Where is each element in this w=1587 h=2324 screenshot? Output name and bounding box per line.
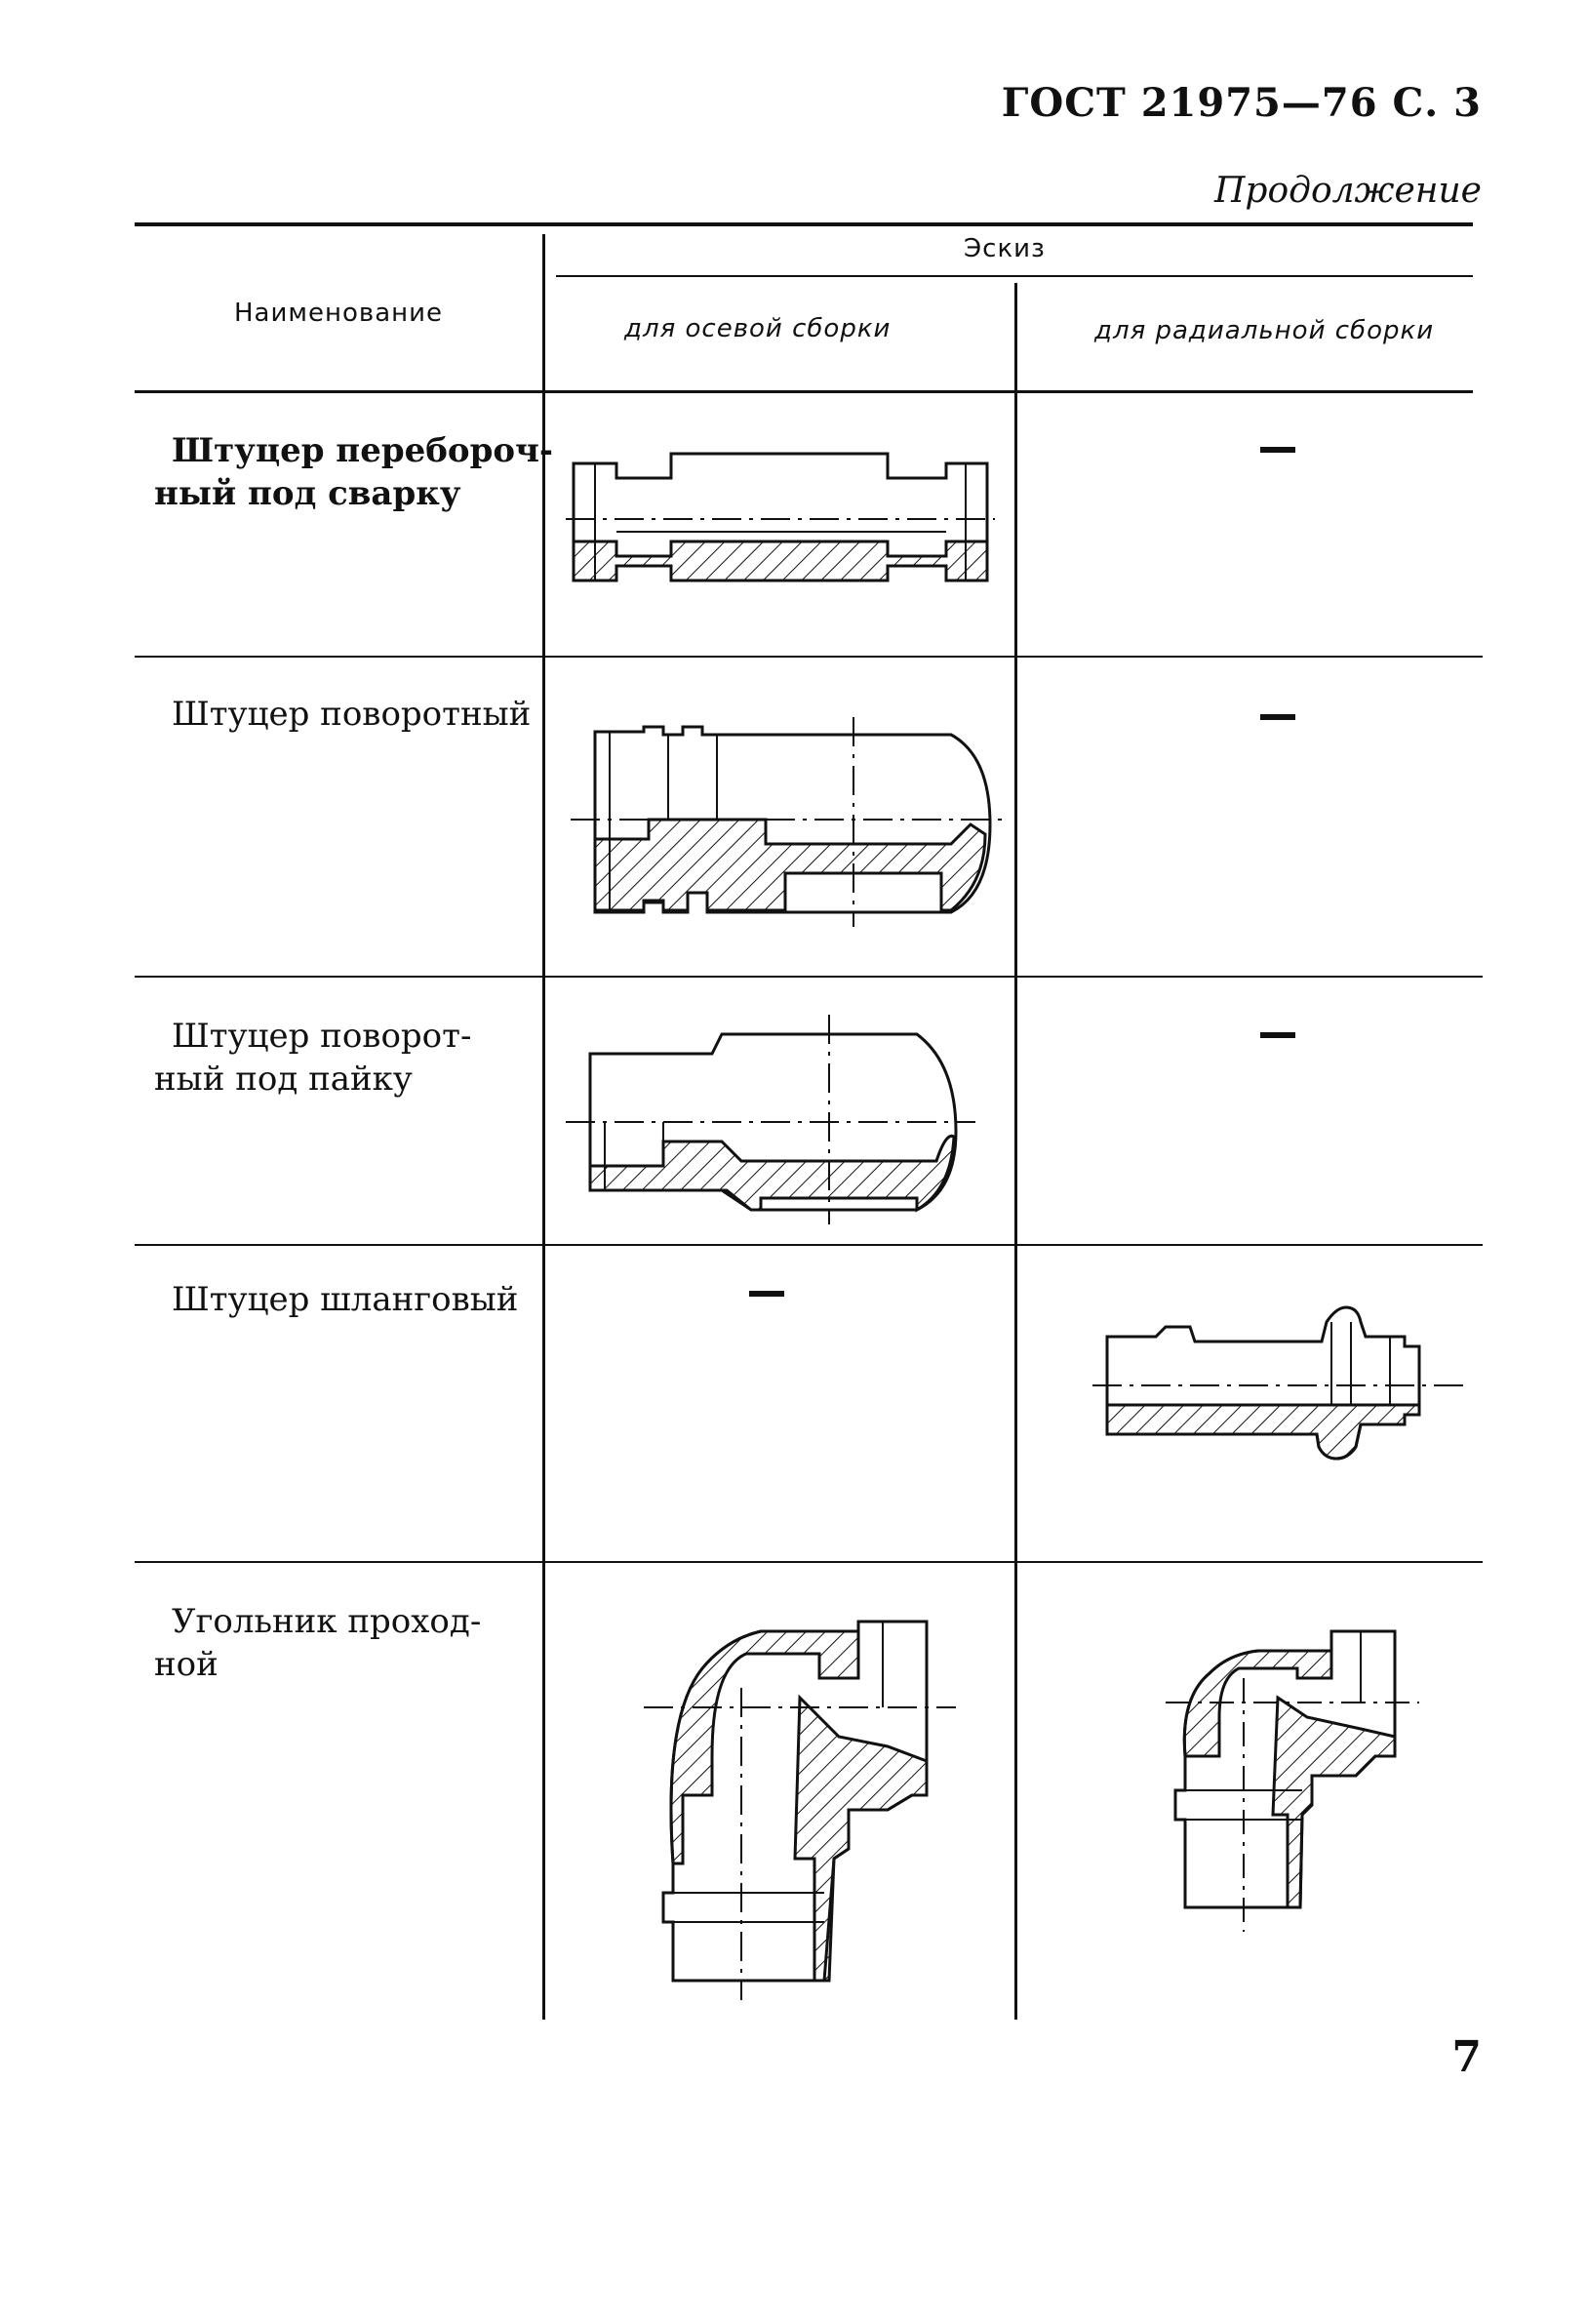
row-1-name: Штуцер переборoч- ный под сварку <box>154 429 553 515</box>
row-rule-4 <box>135 1561 1483 1563</box>
header-radial: для радиальной сборки <box>1094 316 1435 345</box>
row-3-name-line2: ный под пайку <box>154 1060 413 1099</box>
swivel-fitting-drawing <box>571 717 1010 927</box>
hose-fitting-drawing <box>1092 1305 1463 1461</box>
row-3-radial-dash <box>1260 1032 1295 1038</box>
header-bottom-rule <box>135 390 1473 393</box>
document-header: ГОСТ 21975—76 С. 3 <box>1001 80 1482 126</box>
sketch-subheader-rule <box>556 275 1473 277</box>
row-3-name: Штуцер поворот- ный под пайку <box>154 1015 471 1101</box>
elbow-fitting-radial-drawing <box>1166 1629 1419 1932</box>
row-4-name-line1: Штуцер шланговый <box>172 1280 519 1319</box>
table-top-rule <box>135 222 1473 226</box>
row-2-radial-dash <box>1260 714 1295 720</box>
row-1-name-line2: ный под сварку <box>154 474 461 513</box>
row-2-name-line1: Штуцер поворотный <box>172 695 532 734</box>
row-5-name: Угольник проход- ной <box>154 1600 481 1686</box>
header-sketch: Эскиз <box>964 234 1046 263</box>
sketch-column-divider <box>1014 283 1017 2020</box>
header-axial: для осевой сборки <box>624 314 892 343</box>
name-column-divider <box>542 234 545 2020</box>
row-2-name: Штуцер поворотный <box>172 693 531 736</box>
swivel-solder-fitting-drawing <box>566 1015 975 1224</box>
row-1-radial-dash <box>1260 447 1295 453</box>
row-rule-1 <box>135 656 1483 658</box>
row-3-name-line1: Штуцер поворот- <box>172 1017 472 1056</box>
row-4-name: Штуцер шланговый <box>172 1278 518 1321</box>
continuation-label: Продолжение <box>1214 171 1482 211</box>
row-rule-3 <box>135 1244 1483 1246</box>
header-name: Наименование <box>234 299 444 328</box>
bulkhead-weld-fitting-drawing <box>566 452 995 582</box>
elbow-fitting-axial-drawing <box>644 1620 956 2000</box>
row-4-axial-dash <box>749 1291 784 1297</box>
row-5-name-line1: Угольник проход- <box>172 1602 482 1641</box>
row-5-name-line2: ной <box>154 1645 218 1684</box>
page-number: 7 <box>1451 2032 1482 2082</box>
row-rule-2 <box>135 976 1483 978</box>
row-1-name-line1: Штуцер переборoч- <box>172 431 554 470</box>
